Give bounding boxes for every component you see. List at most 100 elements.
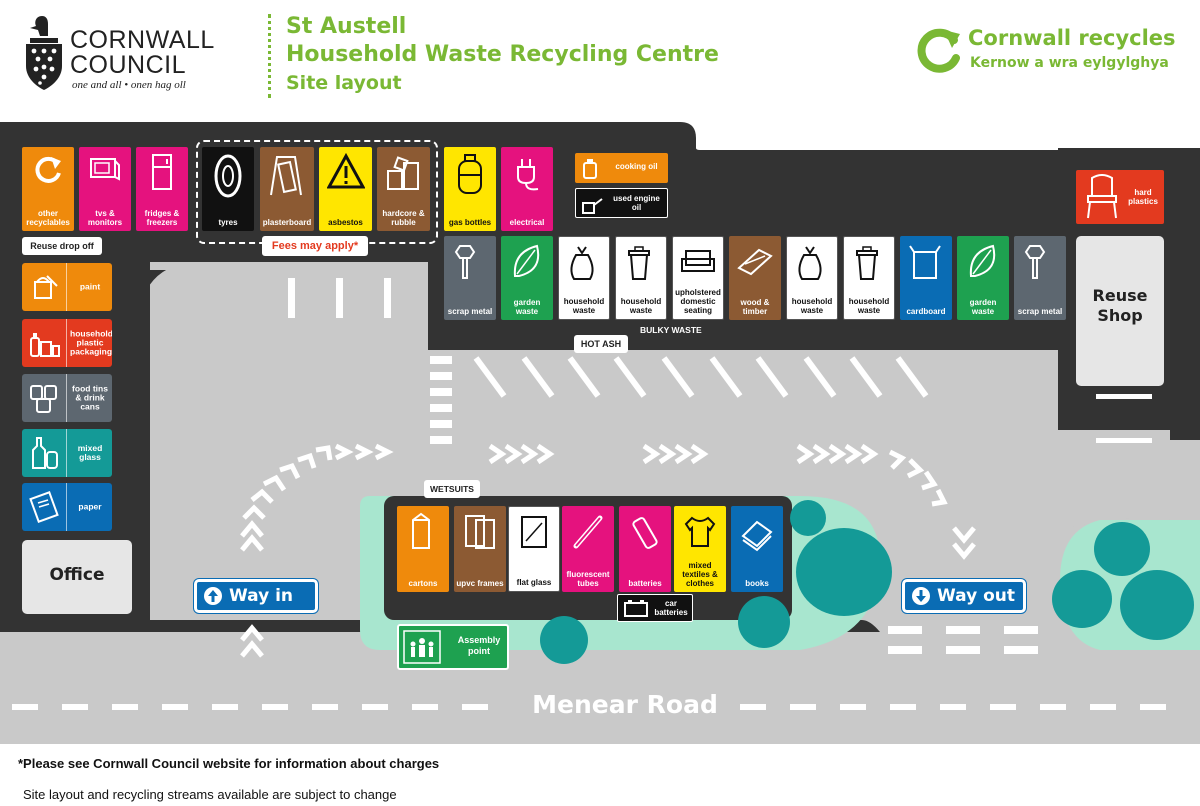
bin-bag-icon — [570, 246, 594, 280]
brand-name: Cornwall recycles — [968, 26, 1176, 50]
bay-mixed-textiles-clothes: mixed textiles & clothes — [674, 506, 726, 592]
plasterboard-icon — [270, 156, 302, 196]
reuse-shop-building: Reuse Shop — [1076, 236, 1164, 386]
crest-icon — [26, 16, 62, 90]
tree — [738, 596, 790, 648]
cornwall-recycles-logo: Cornwall recycles Kernow a wra eylgylghy… — [912, 24, 1182, 76]
bay-paper: paper — [22, 483, 112, 531]
gas-bottle-icon — [458, 154, 482, 194]
bay-scrap-metal: scrap metal — [1014, 236, 1066, 320]
way-out-sign: Way out — [902, 579, 1026, 613]
paint-icon — [34, 275, 58, 299]
bay-cardboard: cardboard — [900, 236, 952, 320]
recycle-icon — [35, 156, 61, 183]
bay-hard-plastics: hard plastics — [1076, 170, 1164, 224]
bay-paint: paint — [22, 263, 112, 311]
tree — [1052, 570, 1112, 628]
window-icon — [465, 515, 495, 549]
bay-household-waste: household waste — [843, 236, 895, 320]
bay-household-plastic-packaging: household plastic packaging — [22, 319, 112, 367]
bay-garden-waste: garden waste — [501, 236, 553, 320]
footnote-subject-to-change: Site layout and recycling streams availa… — [23, 787, 397, 802]
books-icon — [741, 520, 773, 552]
fees-may-apply-label: Fees may apply* — [262, 236, 368, 256]
wetsuits-label: WETSUITS — [424, 480, 480, 498]
bay-hardcore-rubble: hardcore & rubble — [377, 147, 430, 231]
chair-icon — [1087, 174, 1117, 219]
paper-icon — [29, 491, 59, 523]
tube-icon — [573, 515, 603, 549]
arrow-down-icon — [912, 587, 930, 605]
bay-food-tins-drink-cans: food tins & drink cans — [22, 374, 112, 422]
plastic-bottles-icon — [30, 333, 60, 357]
cornwall-council-logo: CORNWALL COUNCIL one and all • onen hag … — [22, 14, 222, 94]
bay-garden-waste: garden waste — [957, 236, 1009, 320]
tree — [1120, 570, 1194, 640]
bay-tyres: tyres — [202, 147, 254, 231]
bay-asbestos: asbestos — [319, 147, 372, 231]
road-name: Menear Road — [532, 690, 718, 719]
clothes-icon — [684, 516, 716, 547]
parking-line — [288, 278, 295, 318]
bolt-icon — [1024, 245, 1046, 279]
bay-used-engine-oil: used engine oil — [575, 188, 668, 218]
bay-household-waste: household waste — [615, 236, 667, 320]
bay-fridges-freezers: fridges & freezers — [136, 147, 188, 231]
office-building: Office — [22, 540, 132, 614]
bay-scrap-metal: scrap metal — [444, 236, 496, 320]
hot-ash-label: HOT ASH — [574, 335, 628, 353]
tree — [790, 500, 826, 536]
parking-line — [384, 278, 391, 318]
site-name: St Austell — [286, 14, 407, 39]
bolt-icon — [454, 245, 476, 279]
bay-gas-bottles: gas bottles — [444, 147, 496, 231]
tree — [540, 616, 588, 664]
bay-upholstered-domestic-seating: upholstered domestic seating — [672, 236, 724, 320]
bay-household-waste: household waste — [786, 236, 838, 320]
assembly-point-sign: Assembly point — [397, 624, 509, 670]
fridge-icon — [152, 154, 172, 190]
cans-icon — [30, 385, 57, 413]
bay-wood-timber: wood & timber — [729, 236, 781, 320]
council-name-line1: CORNWALL — [70, 26, 215, 54]
bay-car-batteries: car batteries — [617, 594, 693, 622]
bay-other-recyclables: other recyclables — [22, 147, 74, 231]
bay-tvs-monitors: tvs & monitors — [79, 147, 131, 231]
bay-plasterboard: plasterboard — [260, 147, 314, 231]
bay-flat-glass: flat glass — [508, 506, 560, 592]
reuse-drop-off-label: Reuse drop off — [22, 237, 102, 255]
arrow-up-icon — [204, 587, 222, 605]
warning-icon — [326, 153, 365, 189]
bay-upvc-frames: upvc frames — [454, 506, 506, 592]
leaf-icon — [969, 244, 996, 277]
bay-mixed-glass: mixed glass — [22, 429, 112, 477]
bin-icon — [628, 246, 650, 280]
tyre-icon — [214, 154, 242, 198]
glass-pane-icon — [521, 516, 547, 548]
tree — [796, 528, 892, 616]
council-motto: one and all • onen hag oll — [72, 79, 186, 91]
box-icon — [909, 245, 941, 279]
timber-icon — [737, 248, 773, 276]
page-title: Household Waste Recycling Centre — [286, 42, 719, 67]
rubble-icon — [386, 156, 419, 190]
battery-icon — [632, 517, 658, 549]
page-subtitle: Site layout — [286, 72, 402, 94]
plug-icon — [517, 159, 539, 191]
assembly-people-icon — [403, 630, 441, 664]
bin-bag-icon — [798, 246, 822, 280]
sofa-icon — [681, 250, 715, 272]
tree — [1094, 522, 1150, 576]
car-battery-icon — [624, 600, 648, 617]
parking-line — [336, 278, 343, 318]
bay-cartons: cartons — [397, 506, 449, 592]
footnote-charges: *Please see Cornwall Council website for… — [18, 756, 440, 771]
leaf-icon — [513, 244, 540, 277]
recycle-arrow-icon — [917, 28, 960, 73]
bay-cooking-oil: cooking oil — [575, 153, 668, 183]
oil-bottle-icon — [583, 159, 597, 179]
bay-batteries: batteries — [619, 506, 671, 592]
bay-fluorescent-tubes: fluorescent tubes — [562, 506, 614, 592]
tv-icon — [90, 158, 120, 181]
